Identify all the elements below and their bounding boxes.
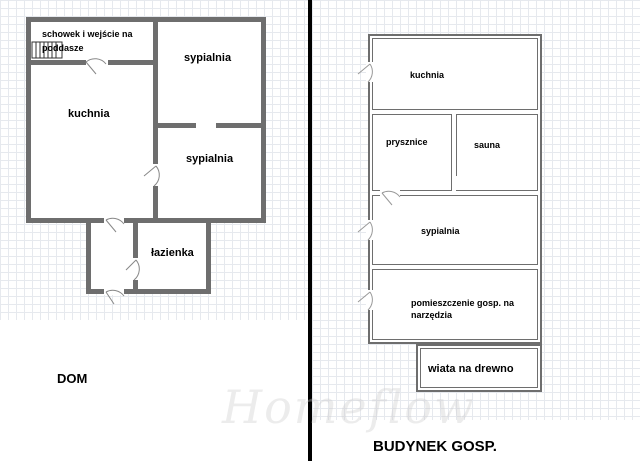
label-ob-showers: prysznice bbox=[386, 137, 428, 147]
stairs-icon bbox=[31, 41, 63, 59]
label-ob-bedroom: sypialnia bbox=[421, 226, 460, 236]
room-ob-bedroom bbox=[372, 195, 538, 265]
label-ob-kitchen: kuchnia bbox=[410, 70, 445, 80]
label-ob-utility: pomieszczenie gosp. na narzędzia bbox=[411, 298, 515, 320]
watermark-logo: Homeflow bbox=[222, 380, 476, 434]
label-bedroom-mid: sypialnia bbox=[186, 153, 234, 165]
label-storage: schowek i wejście na poddasze bbox=[42, 29, 133, 53]
room-ob-utility bbox=[372, 269, 538, 340]
plan-divider bbox=[308, 0, 312, 461]
room-ob-woodshed bbox=[420, 348, 538, 388]
room-bathroom bbox=[133, 218, 211, 294]
label-ob-sauna: sauna bbox=[474, 140, 501, 150]
house-doors bbox=[85, 58, 216, 305]
room-ob-sauna bbox=[456, 114, 538, 191]
label-kitchen: kuchnia bbox=[68, 108, 110, 120]
room-ob-kitchen bbox=[372, 38, 538, 110]
room-bedroom-top bbox=[153, 17, 266, 128]
house-title: DOM bbox=[57, 371, 88, 386]
label-bedroom-top: sypialnia bbox=[184, 52, 232, 64]
label-bathroom: łazienka bbox=[151, 247, 194, 259]
outbuilding-title: BUDYNEK GOSP. bbox=[373, 438, 497, 455]
room-ob-showers bbox=[372, 114, 452, 191]
label-ob-woodshed: wiata na drewno bbox=[428, 363, 514, 375]
